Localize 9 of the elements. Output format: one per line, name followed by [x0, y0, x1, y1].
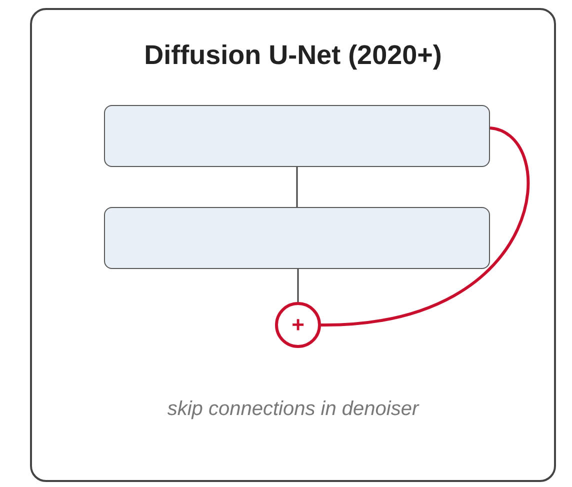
sum-node: +: [275, 302, 321, 348]
card-note: skip connections in denoiser: [166, 398, 420, 421]
layer-block: [104, 207, 490, 269]
connector-line: [297, 269, 299, 302]
card-panel: [30, 8, 556, 482]
layer-block: [104, 105, 490, 167]
card-heading: Diffusion U-Net (2020+): [143, 40, 443, 71]
connector-line: [296, 167, 298, 207]
skip-connection: [320, 126, 530, 326]
